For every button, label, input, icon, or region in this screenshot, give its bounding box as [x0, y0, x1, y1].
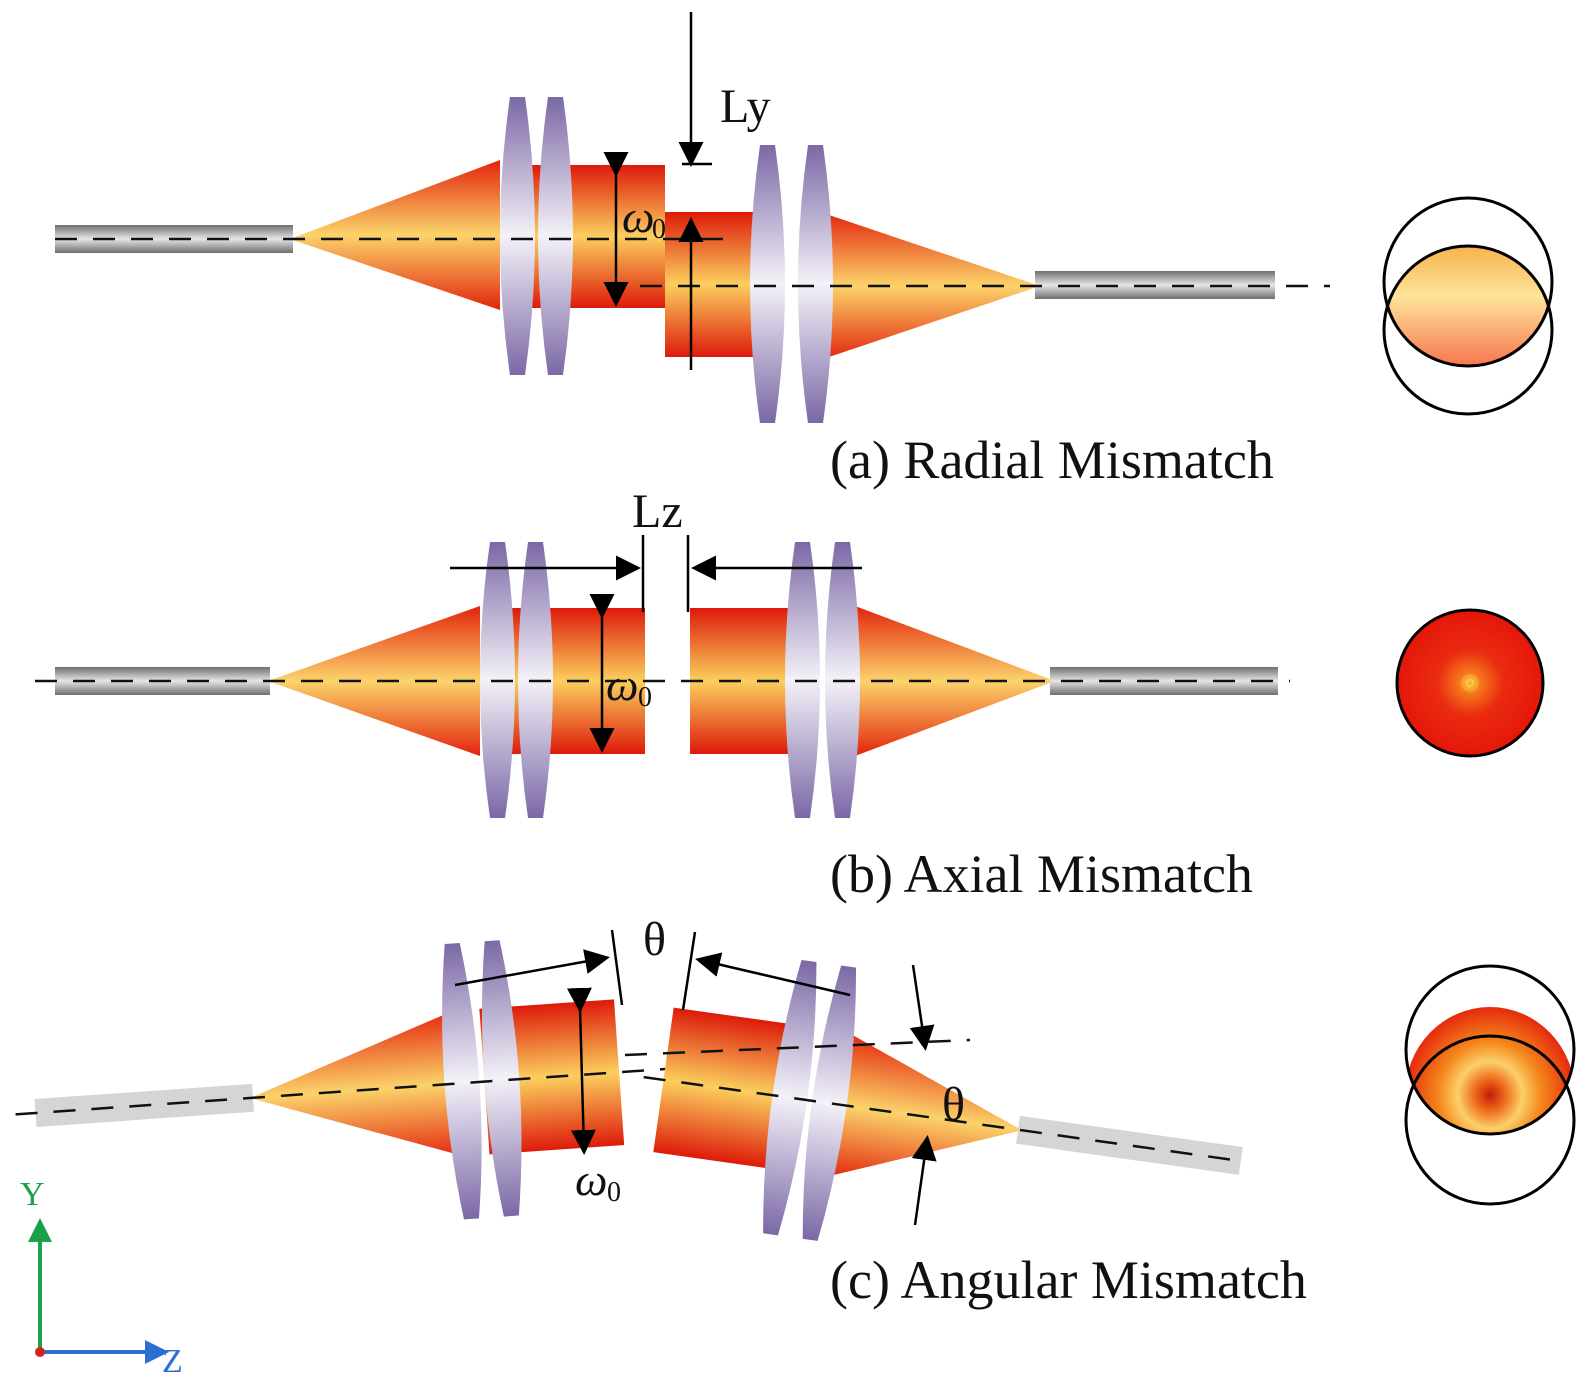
radial-offset-dimension: Ly: [678, 12, 771, 370]
lens-left: [442, 940, 522, 1220]
radial-offset-label: Ly: [720, 80, 771, 133]
angle-label-top: θ: [643, 913, 666, 966]
caption-axial: (b) Axial Mismatch: [830, 844, 1253, 904]
angle-dimension-side: θ: [909, 964, 965, 1226]
lens-left: [500, 97, 573, 375]
lens-right: [750, 145, 833, 423]
output-beam-cone: [820, 212, 1040, 360]
waist-symbol: ω: [622, 191, 654, 242]
spot-circle-top: [1382, 196, 1554, 368]
waist-symbol: ω: [606, 659, 638, 710]
collimated-beam-right: [690, 608, 800, 754]
spot-overlap-radial: [1382, 196, 1554, 416]
axial-offset-dimension: Lz: [450, 485, 862, 612]
angle-dimension-top: θ: [454, 913, 851, 1011]
input-beam-cone: [290, 160, 500, 310]
waist-subscript: 0: [652, 214, 666, 245]
waist-subscript: 0: [607, 1177, 621, 1208]
caption-radial: (a) Radial Mismatch: [830, 430, 1274, 490]
axial-offset-label: Lz: [632, 485, 683, 538]
waist-dimension: ω 0: [566, 987, 621, 1208]
panel-axial: ω 0 Lz (b) Axial Mismatch: [35, 485, 1545, 904]
waist-dimension: ω 0: [589, 594, 652, 753]
spot-overlap-angular: [1404, 964, 1576, 1206]
origin-dot: [35, 1347, 45, 1357]
waist-symbol: ω: [575, 1154, 607, 1205]
spot-circle-bottom: [1382, 244, 1554, 416]
lens-right: [763, 959, 857, 1241]
output-beam-cone: [821, 1029, 1022, 1178]
waist-dimension: ω 0: [603, 152, 666, 307]
panel-radial: ω 0 Ly (a) Radial Mismatch: [55, 12, 1554, 490]
waist-subscript: 0: [638, 682, 652, 713]
z-axis-label: Z: [162, 1343, 183, 1380]
output-fiber: [1050, 667, 1278, 695]
spot-circle-top: [1404, 964, 1576, 1136]
spot-overlap-axial: [1395, 608, 1545, 758]
panel-angular: ω 0 θ θ (c) Angular Mismatch: [15, 913, 1576, 1310]
input-beam-cone: [250, 1008, 470, 1158]
y-axis-label: Y: [20, 1176, 45, 1213]
caption-angular: (c) Angular Mismatch: [830, 1250, 1307, 1310]
angle-label-side: θ: [942, 1078, 965, 1131]
input-beam-cone: [268, 606, 480, 756]
coordinate-axes: Y Z: [20, 1176, 183, 1380]
output-fiber: [1016, 1115, 1243, 1175]
spot-circle-bottom: [1404, 1034, 1576, 1206]
